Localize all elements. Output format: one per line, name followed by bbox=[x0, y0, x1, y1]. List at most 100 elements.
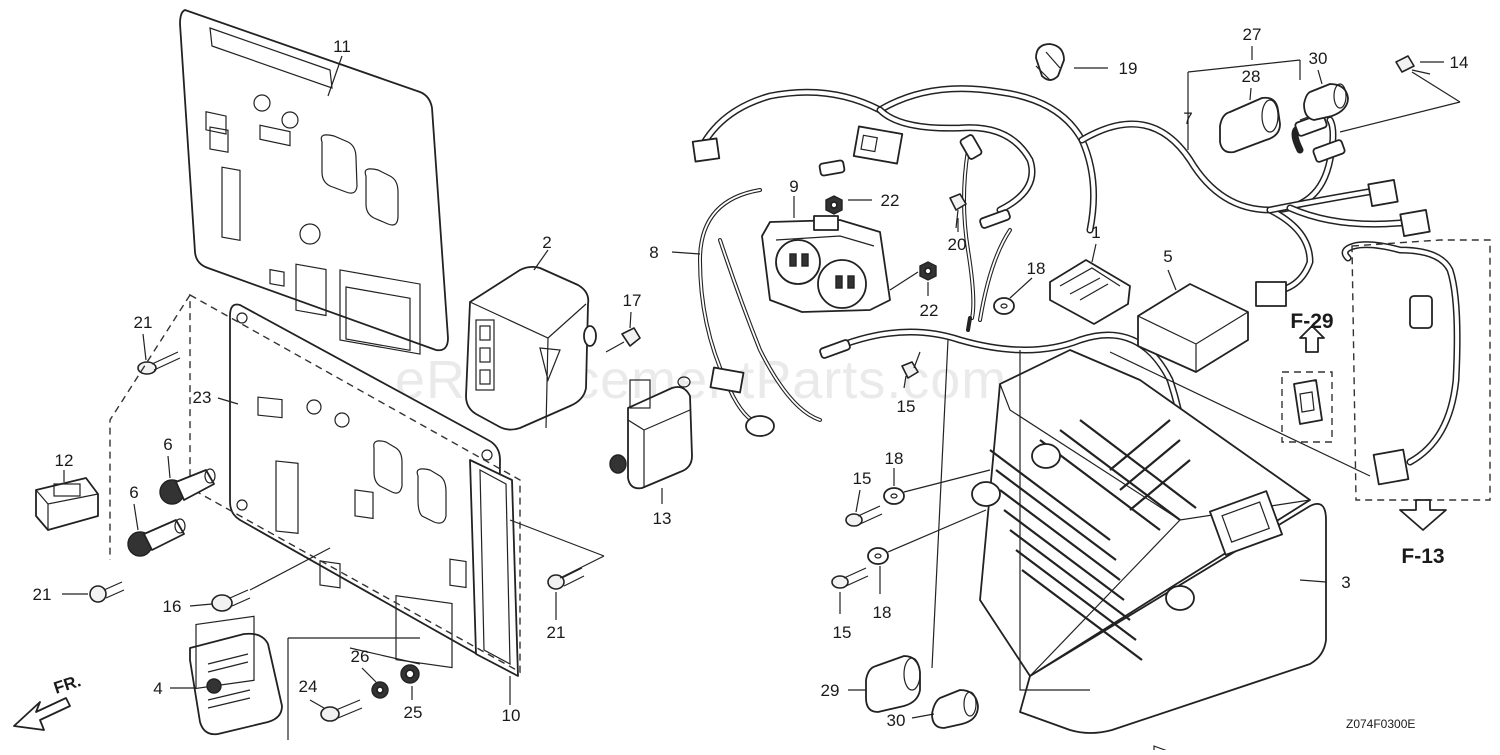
ref-f13-arrow bbox=[1399, 499, 1447, 531]
callout-21a: 21 bbox=[134, 313, 153, 332]
part-9-receptacle bbox=[761, 215, 891, 313]
leader-5 bbox=[1167, 269, 1177, 291]
part-13-circuit-breaker bbox=[609, 376, 693, 490]
part-17-screw bbox=[605, 327, 641, 353]
callout-15c: 15 bbox=[833, 623, 852, 642]
part-16-screw bbox=[211, 589, 251, 612]
part-21-screw-top bbox=[137, 351, 181, 375]
part-11-panel-label bbox=[179, 9, 449, 355]
part-25-nut bbox=[400, 664, 420, 684]
callout-27: 27 bbox=[1243, 25, 1262, 44]
part-14-screw bbox=[1395, 55, 1431, 75]
callout-10: 10 bbox=[502, 706, 521, 725]
leader-3 bbox=[1299, 579, 1327, 583]
part-10-panel-frame bbox=[469, 459, 519, 677]
part-6-fuse-holder-upper bbox=[159, 468, 216, 505]
leader-30b bbox=[911, 713, 935, 719]
bracket-3 bbox=[1019, 350, 1090, 691]
part-18-washer-lower bbox=[867, 547, 889, 565]
leader-15b bbox=[855, 489, 861, 513]
leader-24 bbox=[309, 699, 325, 709]
callout-21b: 21 bbox=[33, 585, 52, 604]
leader-30a bbox=[1317, 69, 1323, 85]
leader-18a bbox=[1009, 277, 1033, 299]
callout-24: 24 bbox=[299, 677, 318, 696]
callout-21c: 21 bbox=[547, 623, 566, 642]
part-15-bolt-lower bbox=[831, 567, 869, 589]
part-30-cap-upper bbox=[1303, 83, 1349, 121]
ref-f29-label: F-29 bbox=[1290, 310, 1333, 333]
callout-15a: 15 bbox=[897, 397, 916, 416]
leader-28 bbox=[1249, 87, 1252, 101]
assembly-23-outline bbox=[189, 293, 521, 674]
callout-2: 2 bbox=[542, 233, 551, 252]
callout-29: 29 bbox=[821, 681, 840, 700]
callout-15b: 15 bbox=[853, 469, 872, 488]
callout-18c: 18 bbox=[873, 603, 892, 622]
callout-18a: 18 bbox=[1027, 259, 1046, 278]
part-15-bolt-center bbox=[901, 351, 921, 379]
callout-12: 12 bbox=[55, 451, 74, 470]
leader-2 bbox=[533, 249, 549, 271]
leader-6a bbox=[167, 455, 171, 479]
callout-22b: 22 bbox=[920, 301, 939, 320]
part-12-switch bbox=[35, 477, 99, 531]
callout-1: 1 bbox=[1091, 223, 1100, 242]
part-26-lock-washer bbox=[371, 681, 389, 699]
leader-11 bbox=[327, 55, 343, 97]
leader-15a bbox=[903, 375, 907, 389]
callout-22a: 22 bbox=[881, 191, 900, 210]
leader-21a bbox=[142, 333, 147, 361]
part-20-screw bbox=[949, 193, 967, 229]
callout-20: 20 bbox=[948, 235, 967, 254]
callout-8: 8 bbox=[649, 243, 658, 262]
leader-17 bbox=[629, 311, 632, 329]
part-22-nut-upper bbox=[825, 195, 843, 215]
part-29-tube bbox=[865, 655, 921, 713]
part-6-fuse-holder-lower bbox=[127, 518, 186, 557]
part-24-screw bbox=[320, 699, 363, 722]
part-21-screw-left bbox=[89, 581, 125, 603]
leader-8 bbox=[671, 251, 701, 255]
leader-1 bbox=[1091, 243, 1097, 263]
part-19-clip bbox=[1035, 43, 1065, 81]
leader-6b bbox=[133, 503, 139, 531]
callout-23: 23 bbox=[193, 388, 212, 407]
callout-18b: 18 bbox=[885, 449, 904, 468]
leader-26 bbox=[361, 667, 377, 683]
part-15-bolt-upper bbox=[845, 505, 883, 527]
callout-25: 25 bbox=[404, 703, 423, 722]
callout-17: 17 bbox=[623, 291, 642, 310]
part-4-outlet bbox=[189, 615, 283, 736]
part-2-box bbox=[465, 265, 597, 431]
callout-6a: 6 bbox=[163, 435, 172, 454]
callout-30b: 30 bbox=[887, 711, 906, 730]
callout-14: 14 bbox=[1450, 53, 1469, 72]
callout-3: 3 bbox=[1341, 573, 1350, 592]
callout-16: 16 bbox=[163, 597, 182, 616]
part-7-sub-harness bbox=[1341, 241, 1461, 486]
callout-6b: 6 bbox=[129, 483, 138, 502]
callout-30a: 30 bbox=[1309, 49, 1328, 68]
ref-f13-label: F-13 bbox=[1401, 545, 1444, 568]
callout-7: 7 bbox=[1183, 109, 1192, 128]
front-direction-arrow: FR. bbox=[13, 671, 83, 731]
callout-13: 13 bbox=[653, 509, 672, 528]
part-5-module bbox=[1137, 283, 1249, 755]
callout-28: 28 bbox=[1242, 67, 1261, 86]
callout-5: 5 bbox=[1163, 247, 1172, 266]
callout-26: 26 bbox=[351, 647, 370, 666]
part-28-tube bbox=[1219, 96, 1281, 154]
leader-16 bbox=[189, 603, 213, 607]
bracket-24-26 bbox=[287, 637, 420, 740]
diagram-code: Z074F0300E bbox=[1346, 717, 1415, 731]
callout-4: 4 bbox=[153, 679, 162, 698]
ref-f29-arrow bbox=[1281, 325, 1333, 443]
part-3-inverter bbox=[971, 349, 1327, 734]
part-1-clamp bbox=[1049, 259, 1131, 325]
leader-23 bbox=[217, 397, 239, 405]
callout-9: 9 bbox=[789, 177, 798, 196]
part-21-screw-right bbox=[547, 567, 585, 590]
